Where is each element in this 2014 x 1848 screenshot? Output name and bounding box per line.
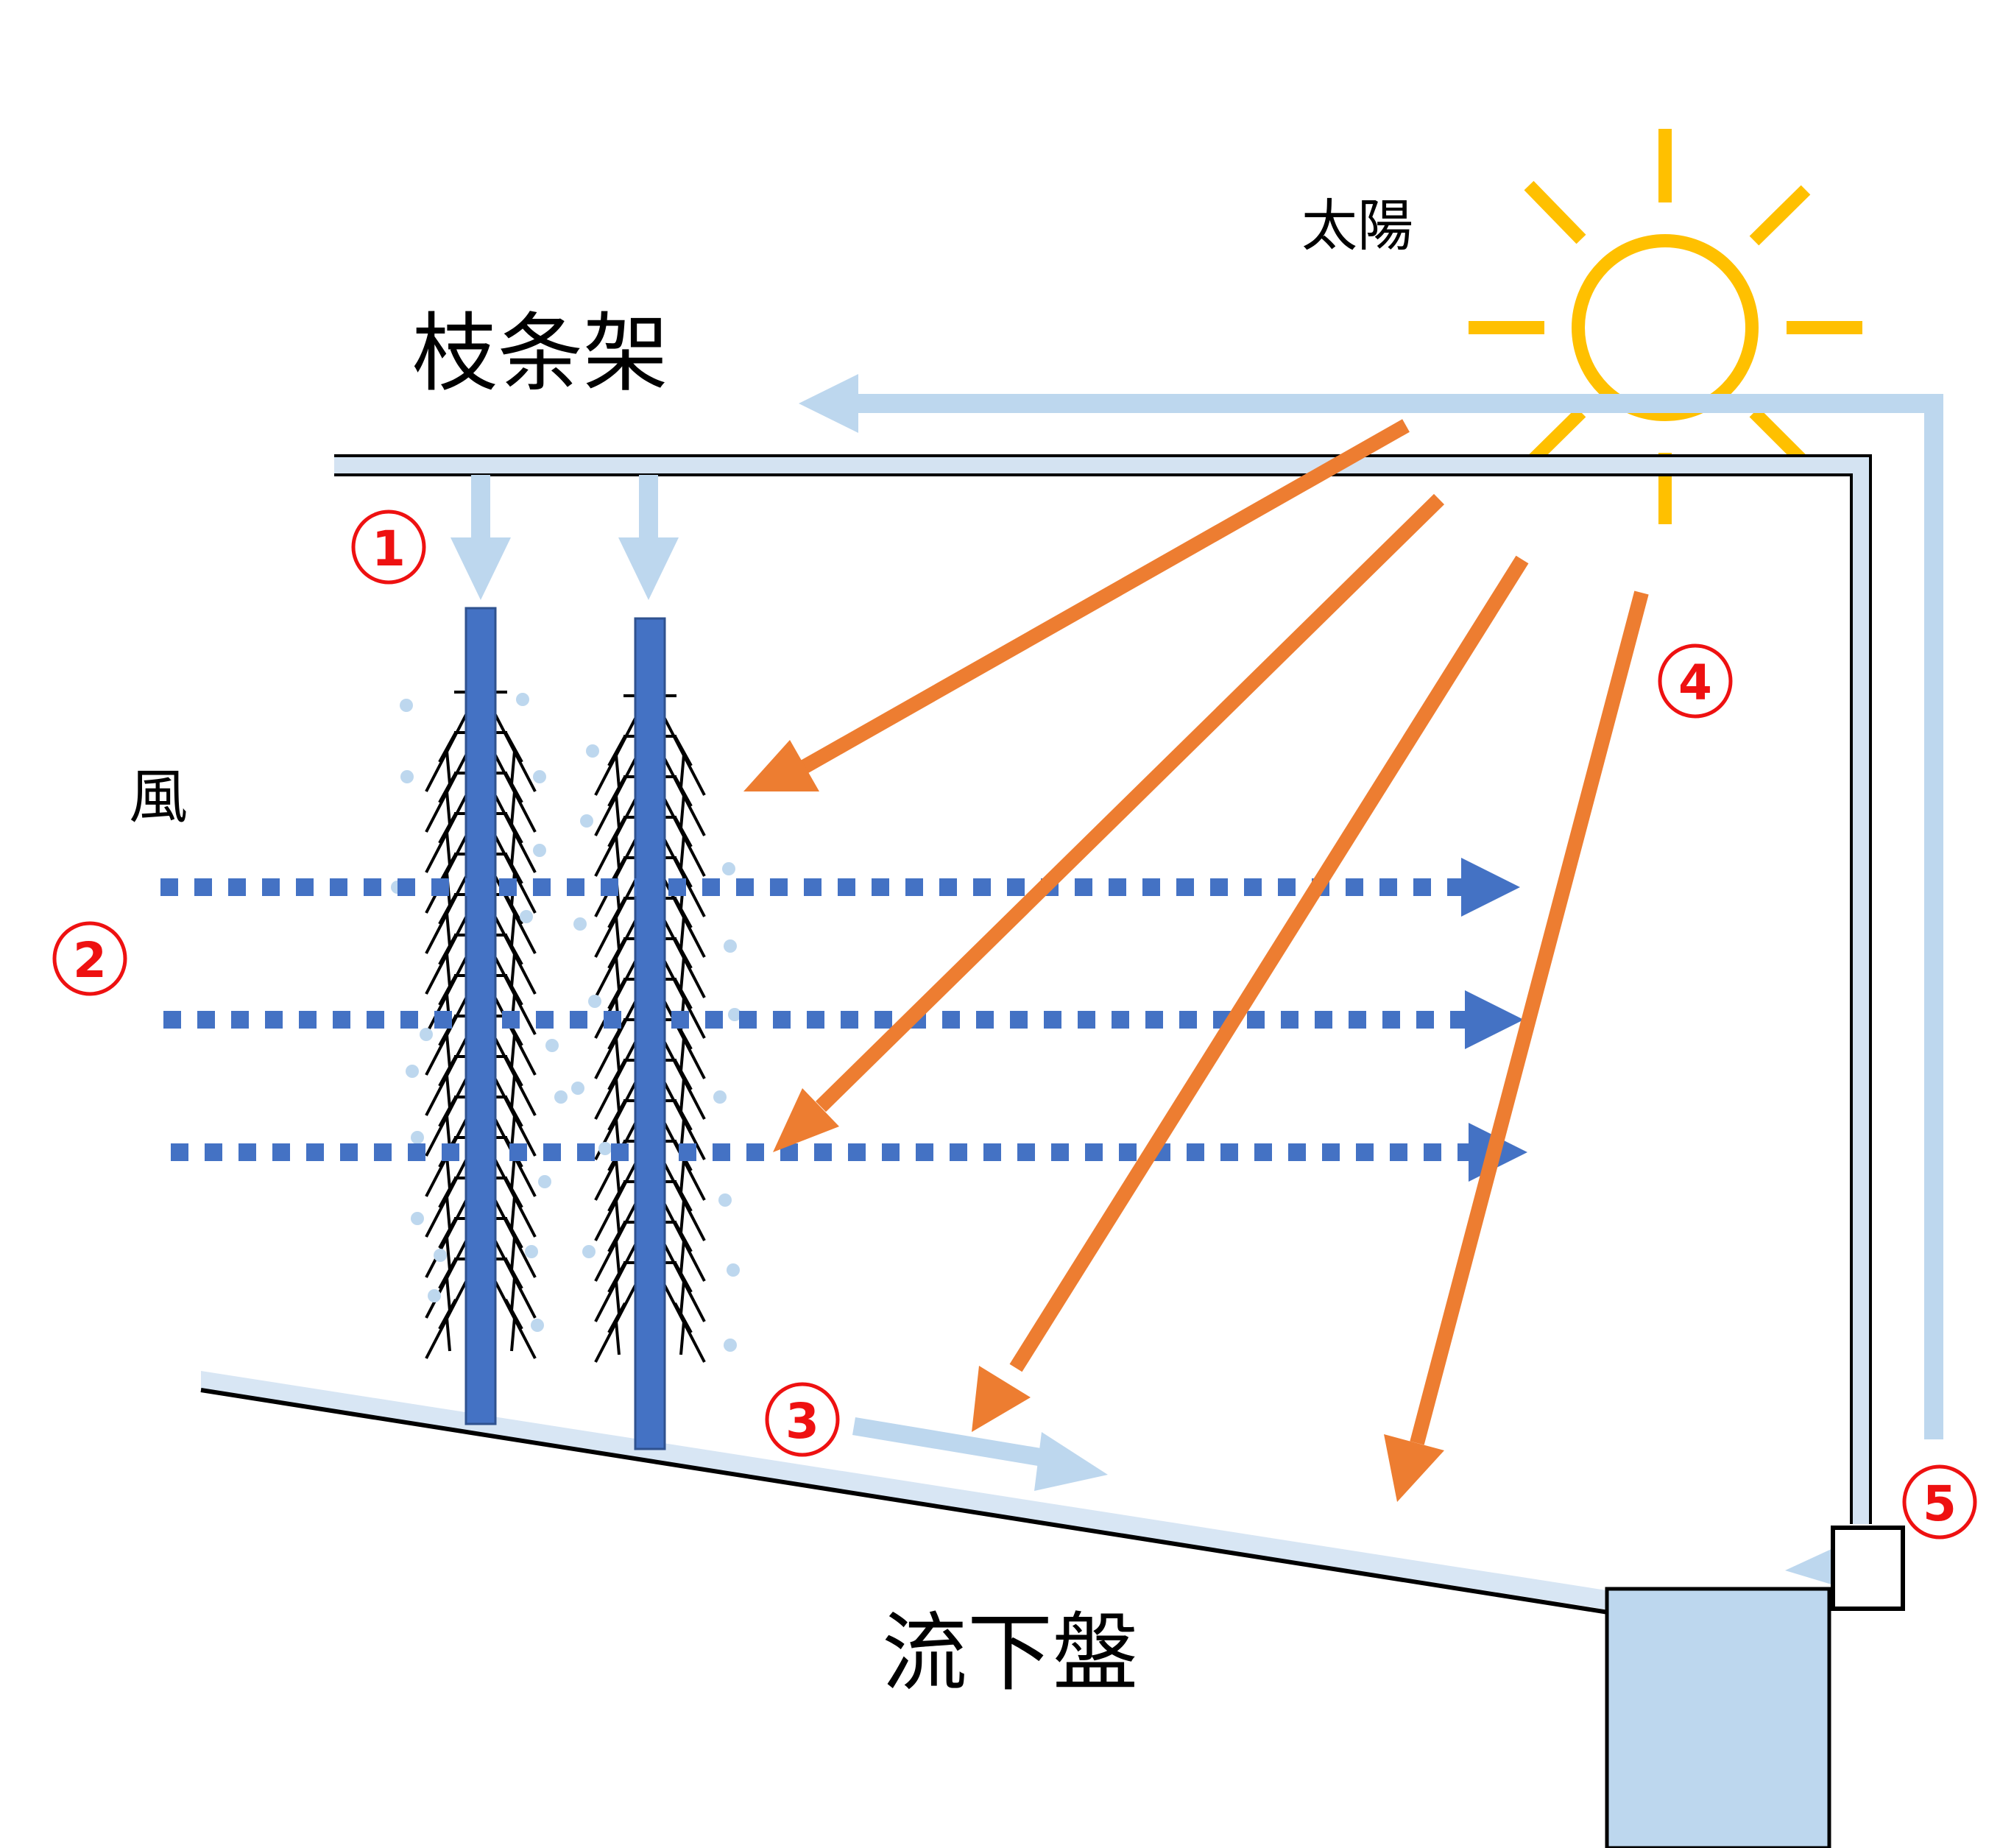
tray-flow-arrow [852,1417,1108,1491]
sunlight-ray [743,419,1410,791]
marker-2: 2 [52,921,127,996]
marker-1-number: 1 [372,521,406,577]
marker-5: 5 [1902,1464,1977,1540]
marker-3: 3 [765,1382,840,1457]
marker-4-number: 4 [1678,655,1712,711]
water-drip-arrow [451,475,511,600]
tank-return-arrow [1785,1548,1839,1587]
wind-arrow [163,990,1524,1049]
wind-label: 風 [129,763,188,831]
marker-3-number: 3 [785,1393,819,1450]
sunlight-ray [773,493,1445,1152]
sunlight-ray [1384,590,1649,1502]
marker-4: 4 [1658,643,1733,719]
water-droplets [391,693,741,1352]
marker-1: 1 [351,509,426,585]
pump-box [1831,1526,1905,1611]
pump-return-pipe [799,374,1943,1439]
water-tank [1605,1587,1831,1848]
marker-5-number: 5 [1923,1475,1957,1532]
marker-2-number: 2 [73,932,107,989]
flow-down-tray [200,1371,1616,1615]
water-drip-arrow [618,475,679,600]
tray-label: 流下盤 [882,1604,1138,1703]
sunlight-ray [972,555,1529,1432]
header-pipe [334,454,1872,1524]
frame-label: 枝条架 [412,304,668,403]
wind-arrow [171,1123,1527,1182]
sun-label: 太陽 [1301,193,1413,258]
pillar-right [634,617,666,1450]
wind-arrow [160,858,1520,917]
